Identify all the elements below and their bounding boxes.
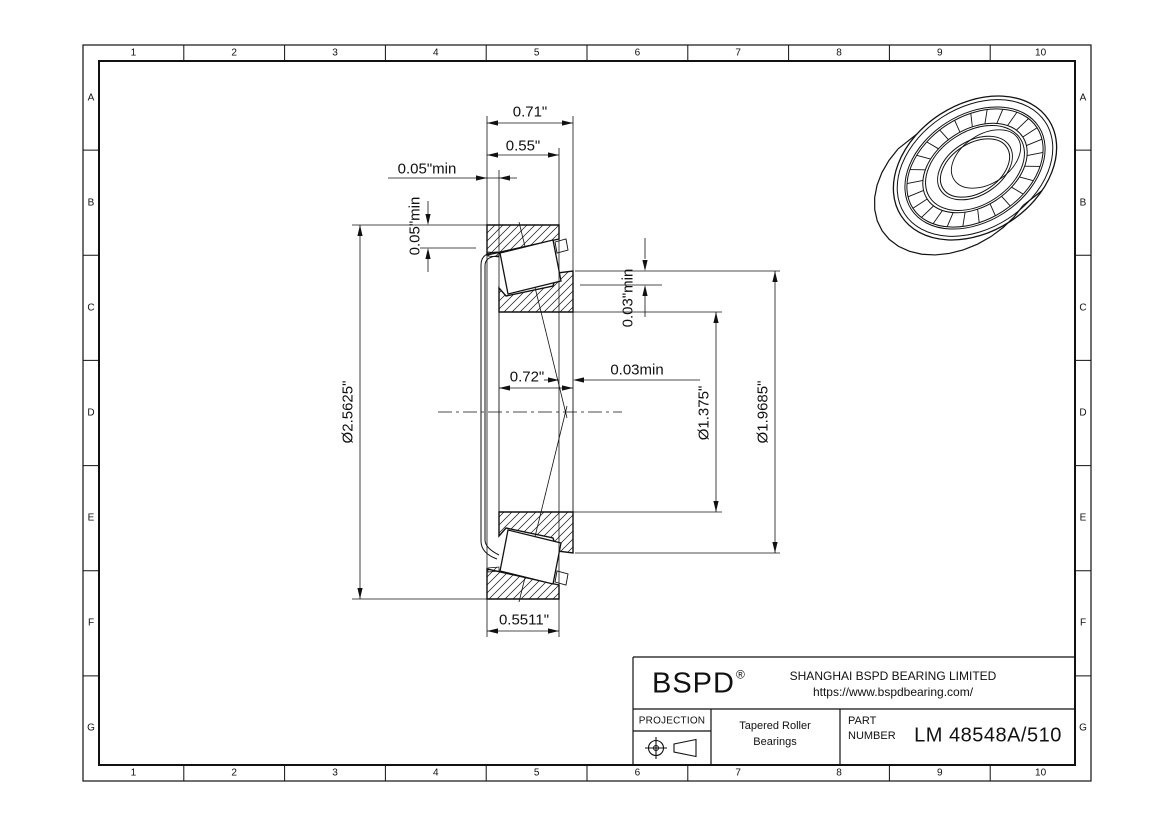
projection-label: PROJECTION [638,715,706,727]
company-logo: BSPD® [652,668,746,701]
grid-row-label: E [87,512,95,524]
dim-cup-width-top: 0.55" [505,137,541,155]
grid-col-label: 2 [231,47,237,59]
dim-front-radial: 0.05"min [406,196,424,256]
dimension-lines [352,116,780,637]
grid-col-label: 6 [634,47,641,59]
cage-tab-bottom [554,570,569,586]
grid-col-label: 7 [735,767,741,779]
grid-col-label: 7 [735,47,741,59]
bore-face-lines [498,312,574,512]
grid-col-label: 5 [533,47,540,59]
title-block-lines [632,656,1075,765]
roller-top [499,239,562,295]
grid-row-label: F [87,617,95,629]
part-number-value: LM 48548A/510 [914,724,1062,747]
dim-back-axial: 0.03min [610,361,664,379]
dim-outer-diameter: Ø2.5625" [339,380,357,444]
grid-col-label: 1 [130,767,137,779]
dim-rib-diameter: Ø1.9685" [754,380,772,444]
part-label-line2: NUMBER [848,730,896,742]
dim-back-radial: 0.03"min [619,268,637,328]
grid-row-label: C [87,302,95,314]
grid-row-label: G [1079,722,1087,734]
cage-section-bottom [487,566,500,573]
cage-profile [480,251,500,560]
first-angle-projection-icon [645,737,697,759]
grid-row-label: E [1079,512,1087,524]
grid-row-label: A [87,92,95,104]
grid-row-label: G [87,722,95,734]
border-frame [82,44,1092,782]
product-type-line2: Bearings [753,736,797,748]
grid-col-label: 2 [231,767,237,779]
grid-row-label: A [1079,92,1087,104]
part-label-line1: PART [848,715,877,727]
grid-col-label: 1 [130,47,137,59]
grid-col-label: 3 [332,47,338,59]
grid-col-label: 8 [836,47,842,59]
grid-col-label: 3 [332,767,338,779]
dim-overall-width: 0.71" [512,103,548,121]
company-name: SHANGHAI BSPD BEARING LIMITED [789,669,997,683]
bearing-cross-section [438,221,622,603]
cage-section-top [487,251,500,258]
grid-col-label: 5 [533,767,540,779]
grid-row-label: F [1079,617,1087,629]
grid-col-label: 8 [836,767,842,779]
company-website[interactable]: https://www.bspdbearing.com/ [812,685,974,699]
dim-cup-width-bottom: 0.5511" [498,611,550,629]
grid-col-label: 4 [433,47,439,59]
grid-col-label: 9 [937,47,943,59]
company-info: SHANGHAI BSPD BEARING LIMITED https://ww… [790,668,997,700]
dimension-arrowheads [357,120,778,634]
bearing-isometric-view [874,95,1058,256]
logo-text: BSPD [652,667,735,700]
isometric-rollers [874,109,1044,256]
grid-col-label: 10 [1035,767,1047,779]
dim-cone-width: 0.72" [509,368,545,386]
roller-bottom [499,529,562,585]
grid-row-label: B [1079,197,1087,209]
dim-bore-diameter: Ø1.375" [695,385,713,441]
grid-row-label: D [87,407,95,419]
grid-row-label: B [87,197,95,209]
product-type-line1: Tapered Roller [739,720,811,732]
grid-col-label: 4 [433,767,439,779]
grid-row-label: D [1079,407,1087,419]
grid-col-label: 10 [1035,47,1047,59]
registered-trademark-icon: ® [735,667,746,682]
grid-row-label: C [1079,302,1087,314]
grid-col-label: 6 [634,767,641,779]
dim-front-axial: 0.05"min [397,160,457,178]
grid-col-label: 9 [937,767,943,779]
cage-tab-top [554,238,569,254]
